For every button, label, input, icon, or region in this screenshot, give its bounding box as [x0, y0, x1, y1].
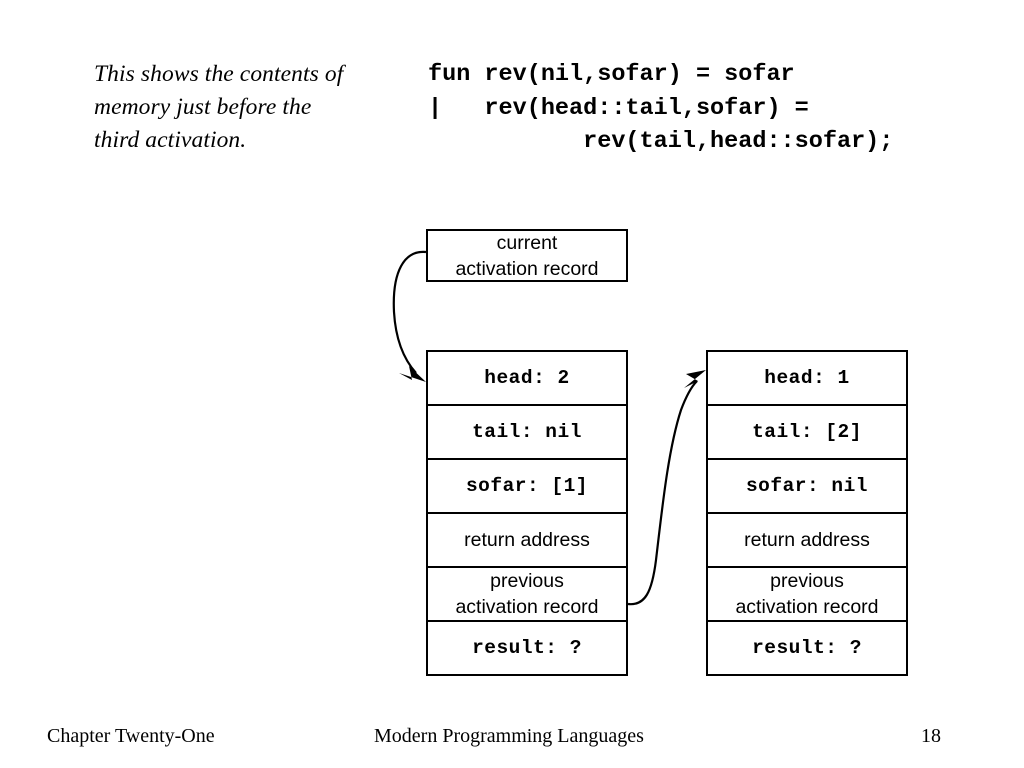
frame-right-row-head: head: 1: [706, 350, 908, 406]
frame-right-previous-line-1: previous: [770, 570, 844, 592]
caption-line-1: This shows the contents of: [94, 61, 344, 87]
arrow-left-previous-to-right-frame: [627, 380, 698, 606]
frame-right-row-tail: tail: [2]: [706, 404, 908, 460]
caption-text: This shows the contents of memory just b…: [94, 58, 414, 157]
current-activation-record-box: current activation record: [426, 229, 628, 282]
code-block: fun rev(nil,sofar) = sofar | rev(head::t…: [428, 61, 894, 155]
frame-left-row-previous-activation-record: previous activation record: [426, 566, 628, 622]
frame-left-previous-line-1: previous: [490, 570, 564, 592]
activation-record-frame-right: head: 1 tail: [2] sofar: nil return addr…: [706, 350, 908, 676]
frame-right-row-previous-activation-record: previous activation record: [706, 566, 908, 622]
frame-right-previous-line-2: activation record: [735, 596, 879, 618]
frame-left-row-return-address: return address: [426, 512, 628, 568]
current-box-line-1: current: [496, 231, 558, 254]
current-box-line-2: activation record: [455, 257, 599, 280]
footer-title: Modern Programming Languages: [374, 725, 644, 747]
arrow-left-previous-to-right-frame-head: [684, 370, 706, 388]
frame-right-row-result: result: ?: [706, 620, 908, 676]
frame-left-row-result: result: ?: [426, 620, 628, 676]
frame-left-row-head: head: 2: [426, 350, 628, 406]
arrow-current-to-left-frame-head: [399, 366, 426, 382]
caption-line-3: third activation.: [94, 127, 247, 153]
footer-page-number: 18: [921, 725, 941, 747]
frame-left-row-sofar: sofar: [1]: [426, 458, 628, 514]
frame-right-row-return-address: return address: [706, 512, 908, 568]
caption-line-2: memory just before the: [94, 94, 312, 120]
frame-left-previous-line-2: activation record: [455, 596, 599, 618]
frame-left-row-tail: tail: nil: [426, 404, 628, 460]
frame-right-row-sofar: sofar: nil: [706, 458, 908, 514]
current-activation-record-label: current activation record: [428, 230, 626, 282]
footer-chapter: Chapter Twenty-One: [47, 725, 215, 747]
activation-record-frame-left: head: 2 tail: nil sofar: [1] return addr…: [426, 350, 628, 676]
arrow-current-to-left-frame: [392, 250, 427, 374]
